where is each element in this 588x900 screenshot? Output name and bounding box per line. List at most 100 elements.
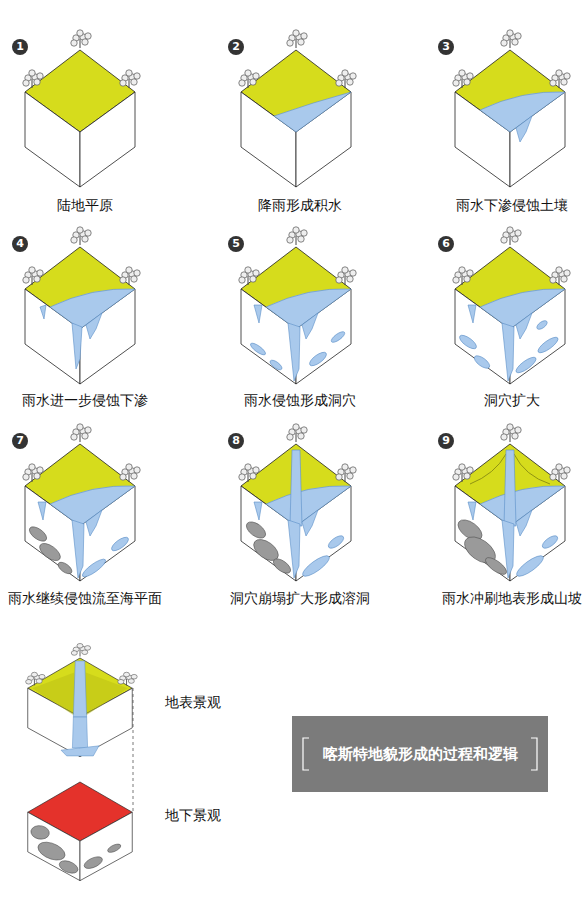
cube-face xyxy=(28,812,80,880)
tree-symbol xyxy=(501,227,521,245)
water-shape xyxy=(254,502,262,520)
cave-blob xyxy=(514,355,538,376)
step-caption: 陆地平原 xyxy=(57,196,113,214)
tree-symbol xyxy=(120,70,140,88)
cave-blob xyxy=(536,335,560,356)
callout-number: 1 xyxy=(12,39,28,55)
water-shape xyxy=(61,746,99,756)
view-label: 地表景观 xyxy=(165,693,221,711)
karst-cube xyxy=(453,227,570,384)
karst-cube xyxy=(23,424,140,581)
cave-blob xyxy=(483,555,509,578)
water-shape xyxy=(86,313,102,339)
tree-symbol xyxy=(336,464,356,482)
cave-blob xyxy=(81,854,105,870)
tree-symbol xyxy=(71,227,91,245)
tree-symbol xyxy=(71,30,91,48)
water-shape xyxy=(468,502,476,520)
water-shape xyxy=(86,510,102,536)
tree-symbol xyxy=(501,30,521,48)
water-shape xyxy=(288,323,300,381)
step-caption: 洞穴崩塌扩大形成溶洞 xyxy=(230,589,370,607)
cave-blob xyxy=(514,553,546,580)
tree-symbol xyxy=(453,267,473,285)
tree-symbol xyxy=(287,227,307,245)
tree-symbol xyxy=(120,464,140,482)
water-shape xyxy=(38,502,46,520)
cave-blob xyxy=(330,330,346,344)
underground-cube xyxy=(27,782,132,881)
cave-blob xyxy=(34,839,70,864)
water-shape xyxy=(504,450,516,526)
callout-number: 5 xyxy=(228,236,244,252)
tree-symbol xyxy=(501,424,521,442)
cube-face xyxy=(80,92,135,187)
water-shape xyxy=(290,450,302,526)
karst-cube xyxy=(453,30,570,187)
karst-cube xyxy=(453,424,570,581)
tree-symbol xyxy=(71,643,90,656)
cave-blob xyxy=(326,533,345,550)
callout-number: 9 xyxy=(438,433,454,449)
karst-cube xyxy=(23,227,140,384)
callout-number: 7 xyxy=(12,433,28,449)
water-shape xyxy=(468,305,476,323)
step-caption: 洞穴扩大 xyxy=(484,391,540,409)
tree-symbol xyxy=(239,70,259,88)
cave-blob xyxy=(300,553,332,580)
cave-blob xyxy=(472,353,491,370)
water-shape xyxy=(72,323,82,369)
water-shape xyxy=(516,510,532,536)
water-shape xyxy=(516,116,532,142)
cube-face xyxy=(80,812,132,880)
cave-blob xyxy=(535,319,548,331)
tree-symbol xyxy=(239,464,259,482)
cave-blob xyxy=(249,341,267,356)
step-caption: 雨水冲刷地表形成山坡 xyxy=(442,589,582,607)
tree-symbol xyxy=(453,464,473,482)
tree-symbol xyxy=(239,267,259,285)
cave-blob xyxy=(80,557,107,580)
cave-blob xyxy=(110,535,131,553)
tree-symbol xyxy=(71,424,91,442)
cave-blob xyxy=(106,843,123,854)
cave-blob xyxy=(27,524,49,544)
step-caption: 雨水继续侵蚀流至海平面 xyxy=(8,589,162,607)
water-shape xyxy=(73,661,86,717)
callout-number: 4 xyxy=(12,236,28,252)
water-shape xyxy=(254,305,262,323)
karst-cube xyxy=(239,424,356,581)
tree-symbol xyxy=(287,424,307,442)
tree-symbol xyxy=(23,267,43,285)
tree-symbol xyxy=(336,70,356,88)
cube-face xyxy=(241,92,296,187)
cave-blob xyxy=(56,560,74,576)
karst-cube xyxy=(239,227,356,384)
tree-symbol xyxy=(550,464,570,482)
callout-number: 2 xyxy=(228,39,244,55)
title-panel: 喀斯特地貌形成的过程和逻辑 xyxy=(292,716,548,792)
cube-face xyxy=(25,92,80,187)
step-caption: 雨水进一步侵蚀下渗 xyxy=(22,391,148,409)
dashed-guide xyxy=(133,688,134,812)
tree-symbol xyxy=(550,267,570,285)
water-shape xyxy=(516,313,532,339)
tree-symbol xyxy=(26,672,45,685)
step-caption: 降雨形成积水 xyxy=(258,196,342,214)
water-shape xyxy=(302,510,318,536)
step-caption: 雨水侵蚀形成洞穴 xyxy=(244,391,356,409)
tree-symbol xyxy=(118,672,137,685)
water-shape xyxy=(502,323,514,381)
water-shape xyxy=(72,717,87,748)
tree-symbol xyxy=(23,70,43,88)
callout-number: 6 xyxy=(438,236,454,252)
view-label: 地下景观 xyxy=(165,806,221,824)
tree-symbol xyxy=(550,70,570,88)
cave-blob xyxy=(56,858,81,875)
water-shape xyxy=(40,305,46,319)
cave-blob xyxy=(269,358,284,371)
tree-symbol xyxy=(287,30,307,48)
cave-blob xyxy=(308,350,329,368)
step-caption: 雨水下渗侵蚀土壤 xyxy=(456,196,568,214)
tree-symbol xyxy=(336,267,356,285)
